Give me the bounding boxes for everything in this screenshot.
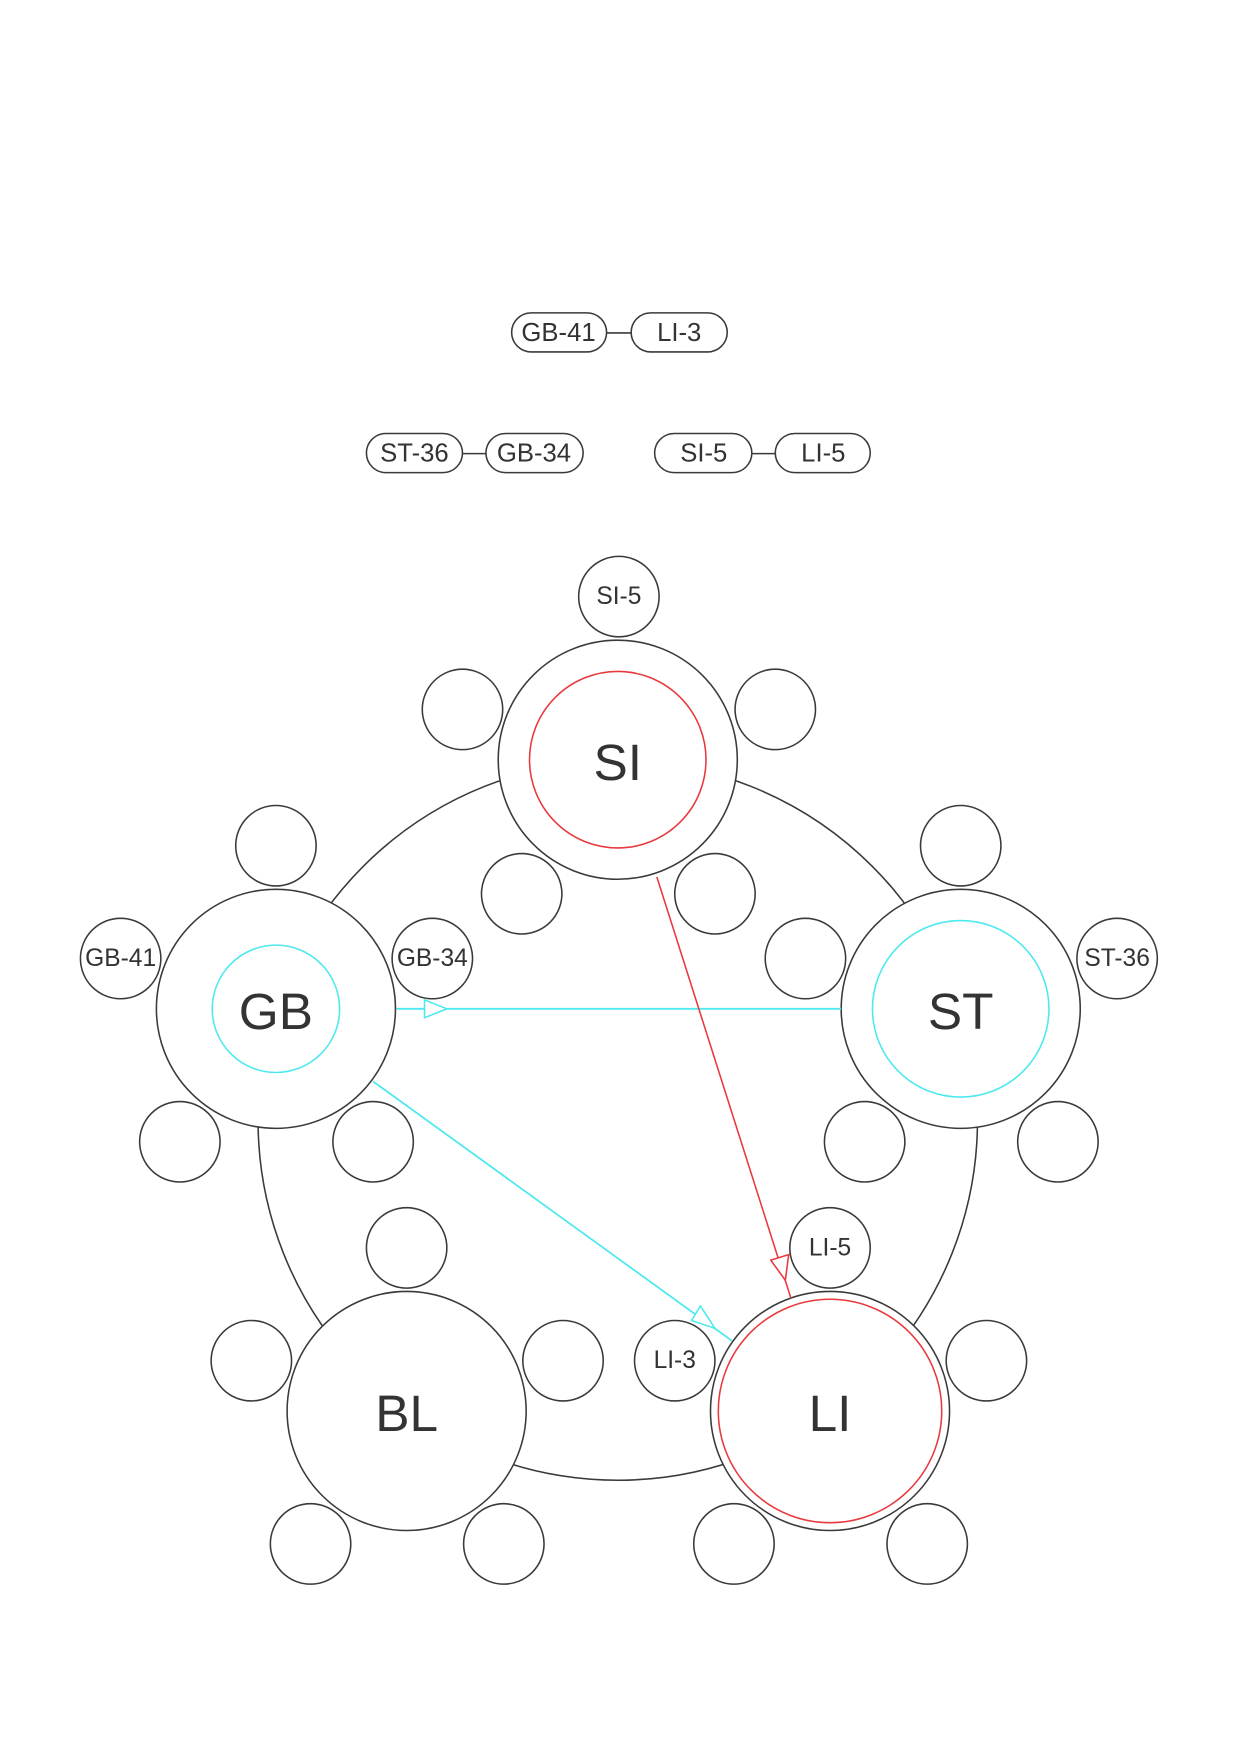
pill-label: SI-5: [680, 440, 727, 468]
point-circle: [919, 804, 1002, 887]
point-circle: [421, 668, 504, 751]
pill-label: GB-41: [521, 319, 595, 347]
node-circle: [709, 1290, 951, 1532]
pill-label: GB-34: [497, 440, 571, 468]
point-label-gb41: GB-41: [85, 945, 156, 972]
node-label: BL: [375, 1384, 438, 1442]
point-circle: [365, 1206, 448, 1289]
arrow-si-li: [656, 876, 792, 1299]
point-circle: [234, 804, 317, 887]
node-li: LI: [709, 1290, 951, 1532]
pair-st36-gb34: ST-36 GB-34: [365, 432, 584, 474]
node-label: LI: [809, 1384, 852, 1442]
point-li3: [633, 1319, 716, 1402]
point-si5: [577, 555, 660, 638]
point-circle: [462, 1502, 545, 1585]
pill: [485, 432, 584, 474]
pill-label: ST-36: [380, 440, 449, 468]
pill: [365, 432, 464, 474]
point-circle: [692, 1502, 775, 1585]
point-circle: [945, 1319, 1028, 1402]
node-ring-red: [717, 1298, 943, 1524]
point-circle: [764, 917, 847, 1000]
point-label-gb34: GB-34: [397, 945, 468, 972]
arrow-line: [656, 876, 792, 1299]
point-circle: [823, 1100, 906, 1183]
node-label: SI: [593, 733, 642, 791]
point-label-st36: ST-36: [1084, 945, 1150, 972]
point-label-li5: LI-5: [809, 1234, 851, 1261]
point-circle: [734, 668, 817, 751]
point-gb41: [79, 917, 162, 1000]
point-circle: [138, 1100, 221, 1183]
node-st: ST: [840, 888, 1082, 1130]
node-label: GB: [239, 982, 313, 1040]
point-label-li3: LI-3: [654, 1347, 696, 1374]
arrow-line: [372, 1080, 733, 1342]
pill: [630, 312, 729, 353]
node-ring-cyan: [211, 944, 341, 1074]
pill: [510, 312, 608, 353]
node-label: ST: [928, 982, 994, 1040]
point-circle: [332, 1100, 415, 1183]
pill: [653, 432, 753, 474]
node-circle: [155, 888, 397, 1130]
pair-gb41-li3: GB-41 LI-3: [510, 312, 729, 353]
point-label-si5: SI-5: [596, 583, 641, 610]
node-ring-red: [528, 670, 707, 849]
pair-si5-li5: SI-5 LI-5: [653, 432, 872, 474]
node-circle: [497, 639, 739, 881]
node-ring-cyan: [871, 919, 1050, 1098]
pill: [774, 432, 872, 474]
point-st36: [1076, 917, 1159, 1000]
pill-label: LI-3: [657, 319, 701, 347]
node-circle: [286, 1290, 527, 1532]
point-circle: [1016, 1100, 1099, 1183]
arrow-head: [769, 1253, 790, 1283]
arrow-head: [423, 998, 449, 1019]
satellite-circles: [138, 668, 1099, 1585]
point-circle: [886, 1502, 969, 1585]
point-circle: [673, 852, 756, 935]
point-circle: [210, 1319, 293, 1402]
point-circle: [269, 1502, 352, 1585]
node-bl: BL: [286, 1290, 527, 1532]
node-gb: GB: [155, 888, 397, 1130]
node-si: SI: [497, 639, 739, 881]
pill-label: LI-5: [801, 440, 845, 468]
labeled-points: SI-5 GB-41 GB-34 ST-36 LI-5 LI-3: [79, 555, 1159, 1402]
arrow-st-gb: [396, 998, 842, 1019]
arrow-head: [690, 1304, 717, 1330]
point-li5: [789, 1206, 872, 1289]
arrow-gb-li: [372, 1080, 733, 1342]
point-circle: [522, 1319, 605, 1402]
point-gb34: [391, 917, 474, 1000]
point-circle: [480, 852, 563, 935]
